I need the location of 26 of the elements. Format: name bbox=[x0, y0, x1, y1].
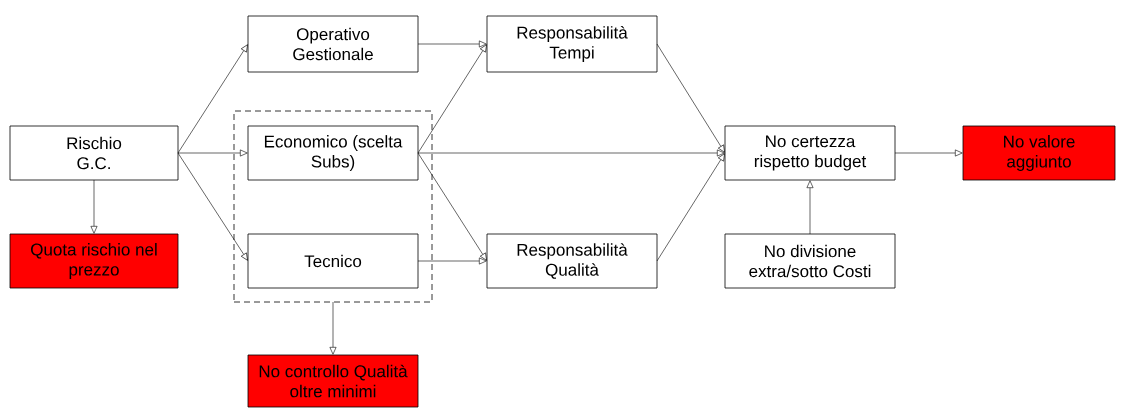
arrow bbox=[90, 179, 98, 234]
arrow bbox=[417, 257, 487, 265]
arrow bbox=[417, 40, 487, 48]
arrow bbox=[177, 149, 248, 157]
process-box: No certezza rispetto budget bbox=[724, 125, 896, 181]
process-box: Responsabilità Qualità bbox=[486, 233, 658, 289]
outcome-box: Quota rischio nel prezzo bbox=[9, 233, 179, 289]
process-box: Rischio G.C. bbox=[9, 125, 179, 181]
arrow bbox=[177, 44, 248, 154]
arrow bbox=[417, 44, 487, 154]
arrow bbox=[417, 149, 725, 157]
arrow bbox=[417, 152, 487, 261]
process-box: Tecnico bbox=[247, 233, 419, 289]
dashed-group-frame bbox=[233, 110, 433, 303]
arrow bbox=[177, 152, 248, 261]
arrow bbox=[806, 180, 814, 235]
process-box: Operativo Gestionale bbox=[247, 15, 419, 73]
process-box: Economico (scelta Subs) bbox=[247, 125, 419, 181]
outcome-box: No controllo Qualità oltre minimi bbox=[247, 354, 419, 408]
arrow bbox=[329, 301, 337, 355]
process-box: Responsabilità Tempi bbox=[486, 15, 658, 73]
outcome-box: No valore aggiunto bbox=[962, 125, 1116, 181]
process-box: No divisione extra/sotto Costi bbox=[724, 233, 896, 289]
arrow bbox=[656, 153, 725, 262]
arrow bbox=[894, 149, 963, 157]
arrow bbox=[656, 43, 725, 153]
